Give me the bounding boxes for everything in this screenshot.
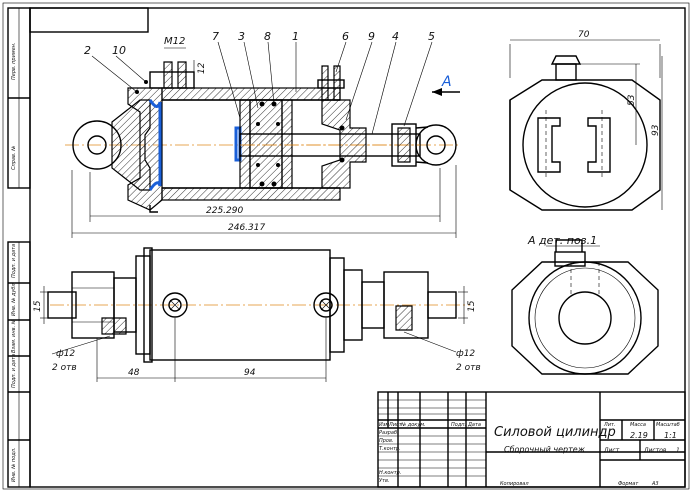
dimension-94: 94 — [244, 368, 256, 378]
drawing-subtitle: Сборочный чертеж — [504, 445, 586, 454]
leader-3: 3 — [238, 30, 245, 43]
end-view: 70 53 93 — [509, 30, 663, 211]
view-a-hexagon — [511, 261, 659, 375]
scale-value: 1:1 — [664, 431, 677, 440]
sheet-label: Лист — [603, 447, 620, 454]
dimension-48: 48 — [128, 368, 140, 378]
stamp-field-sign-date-2: Подп. и дата — [11, 354, 17, 388]
right-eye-outer — [415, 124, 457, 166]
dimension-left-hole-count: 2 отв — [52, 363, 77, 373]
right-cover — [321, 99, 367, 189]
end-circle — [522, 82, 648, 208]
mass-value: 2.19 — [630, 431, 648, 440]
leader-9: 9 — [368, 30, 375, 43]
leader-4: 4 — [392, 30, 399, 43]
top-port — [163, 61, 173, 89]
top-left-stamp — [29, 7, 149, 33]
front-port-left — [162, 292, 188, 318]
part-leaders: 2 10 7 3 8 1 6 9 4 5 — [84, 30, 435, 135]
left-eye-hole — [87, 135, 107, 155]
scale-label: Масштаб — [656, 422, 680, 428]
dimension-53: 53 — [627, 94, 637, 106]
end-slot-right — [587, 117, 611, 173]
format-value: A3 — [651, 481, 659, 487]
dimension-right-15: 15 — [467, 300, 477, 312]
dimension-225: 225.290 — [206, 206, 243, 216]
right-eye-hole — [426, 135, 446, 155]
end-hexagon — [509, 79, 661, 211]
dimension-left-15: 15 — [33, 300, 43, 312]
drawing-title: Силовой цилиндр — [494, 425, 616, 440]
role-checker: Пров. — [379, 438, 394, 444]
front-view: 15 15 ф12 2 отв ф12 2 отв 48 94 — [33, 247, 481, 382]
leader-8: 8 — [264, 30, 271, 43]
view-a-circle — [528, 261, 642, 375]
front-port-right — [313, 292, 339, 318]
role-approver: Утв. — [379, 478, 390, 484]
leader-10: 10 — [112, 44, 126, 57]
dimension-246: 246.317 — [228, 223, 265, 233]
leader-6: 6 — [342, 30, 349, 43]
thread-label: M12 — [164, 36, 185, 47]
leader-2: 2 — [84, 44, 91, 57]
format-label: Формат — [618, 481, 639, 487]
copied-label: Копировал — [500, 481, 529, 487]
title-block: Изм Лист № докум. Подп. Дата Разраб. Про… — [377, 391, 686, 488]
lit-label: Лит. — [603, 422, 616, 428]
sheets-label: Листов — [643, 447, 667, 454]
col-doc-number: № докум. — [400, 422, 426, 428]
role-developer: Разраб. — [379, 430, 399, 436]
leader-7: 7 — [212, 30, 219, 43]
piston — [239, 99, 293, 189]
end-slot-left — [537, 117, 561, 173]
dimension-left-hole-dia: ф12 — [56, 349, 75, 359]
thread-length-label: 12 — [197, 62, 207, 74]
col-change: Изм — [379, 422, 389, 428]
view-arrow-label: A — [441, 74, 452, 90]
dimension-right-hole-count: 2 отв — [456, 363, 481, 373]
stamp-field-sign-date-1: Подп. и дата — [11, 244, 17, 278]
col-date: Дата — [467, 422, 481, 428]
stamp-field-replace-number: Взам. инв. № — [11, 319, 17, 353]
dimension-right-hole-dia: ф12 — [456, 349, 475, 359]
side-stamp: Перв. примен. Справ. № Подп. и дата Инв.… — [7, 7, 31, 488]
stamp-field-ref-number: Справ. № — [11, 146, 17, 170]
stamp-field-original-number: Инв. № подл. — [11, 448, 17, 483]
col-sheet: Лист — [388, 422, 403, 428]
sheets-value: 1 — [676, 447, 680, 454]
view-a: A дет. поз.1 — [511, 234, 659, 375]
col-signature: Подп. — [451, 422, 466, 428]
dimension-70: 70 — [578, 30, 590, 40]
stamp-field-dup-number: Инв. № дубл. — [11, 282, 17, 316]
leader-5: 5 — [428, 30, 435, 43]
leader-1: 1 — [292, 30, 299, 43]
front-left-clevis — [71, 271, 115, 339]
role-tech-control: Т.контр. — [379, 446, 401, 452]
section-view: 2 10 7 3 8 1 6 9 4 5 M12 12 — [65, 30, 460, 238]
right-port — [321, 65, 329, 101]
barrel-top-wall — [161, 87, 341, 101]
role-norm-control: Н.контр. — [379, 470, 401, 476]
barrel-bottom-wall — [161, 187, 341, 201]
view-a-bore — [558, 291, 612, 345]
stamp-field-first-use: Перв. примен. — [11, 42, 17, 80]
dimension-93: 93 — [651, 124, 661, 136]
left-cover — [127, 87, 163, 211]
mass-label: Масса — [630, 422, 646, 428]
